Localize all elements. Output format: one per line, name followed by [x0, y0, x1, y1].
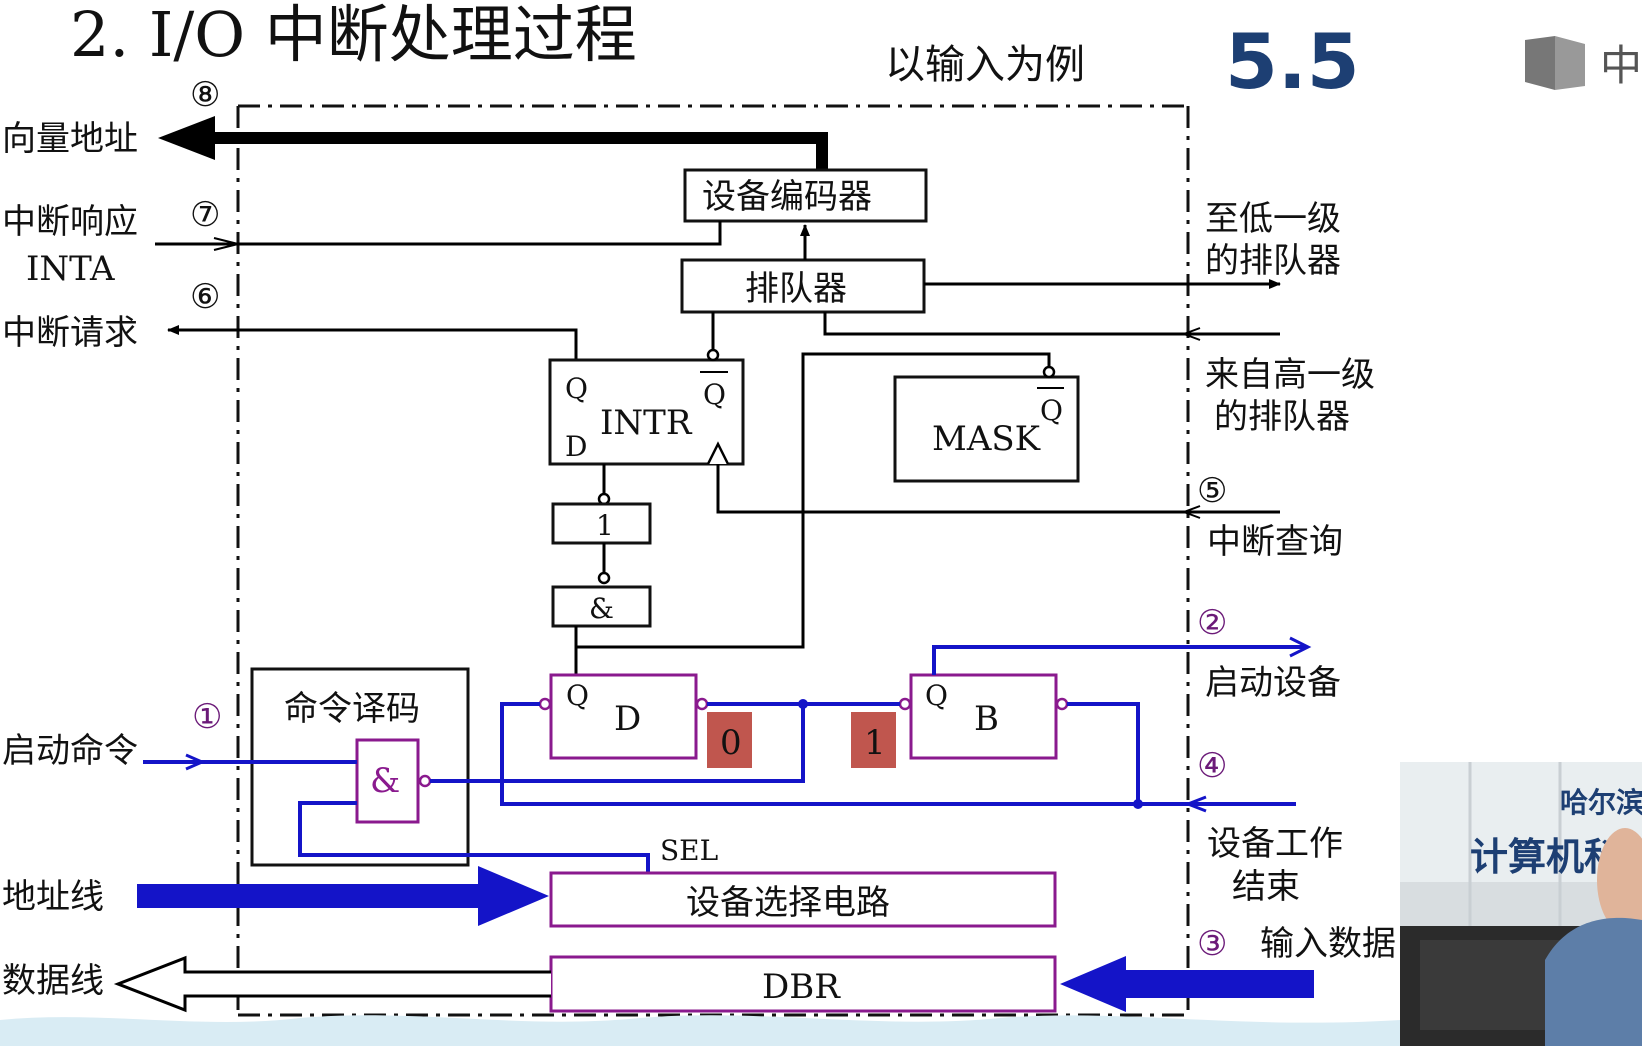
from-higher-queue-line — [823, 312, 1280, 336]
logo-text: 中 — [1600, 41, 1642, 90]
interface-boundary — [236, 104, 1190, 1017]
section-number: 5.5 — [1225, 17, 1360, 106]
d-left-bubble — [538, 697, 552, 711]
presenter-webcam: 哈尔滨 计算机科 — [1400, 762, 1642, 1046]
d-flipflop-label: D — [614, 699, 641, 739]
b-right-bubble — [1055, 697, 1069, 711]
label-input-data: 输入数据 — [1260, 924, 1396, 964]
step-7: ⑦ — [190, 195, 220, 235]
start-device-arrow-icon — [1289, 636, 1312, 658]
int-request-line — [167, 325, 578, 360]
presenter-head — [1597, 828, 1642, 932]
inta-line — [155, 221, 722, 246]
intr-pin-qbar: Q — [703, 378, 726, 411]
data-bus-arrow — [113, 955, 551, 1013]
mask-pin-qbar: Q — [1040, 394, 1063, 427]
label-int-request: 中断请求 — [2, 313, 138, 353]
queue-label: 排队器 — [745, 269, 847, 309]
mask-qbar-bubble — [1042, 365, 1056, 379]
device-select-box — [549, 871, 1057, 928]
d-flipflop — [549, 673, 698, 760]
step-5: ⑤ — [1197, 471, 1227, 511]
junction-dot-2 — [1133, 799, 1143, 809]
int-query-arrow-icon — [1181, 505, 1201, 519]
label-to-lower-2: 的排队器 — [1205, 241, 1341, 281]
device-select-label: 设备选择电路 — [686, 883, 890, 923]
not-gate — [551, 502, 652, 545]
dbr-label: DBR — [762, 967, 841, 1007]
sel-line — [298, 801, 650, 873]
label-device-done-2: 结束 — [1232, 867, 1300, 907]
label-inta: INTA — [26, 249, 115, 289]
step-3: ③ — [1197, 924, 1227, 964]
start-command-arrow-icon — [185, 753, 206, 771]
b-status-chip — [851, 712, 896, 768]
not-gate-label: 1 — [596, 509, 614, 542]
label-address-bus: 地址线 — [2, 877, 104, 917]
b-pin-q: Q — [925, 679, 948, 712]
d-pin-q: Q — [566, 679, 589, 712]
label-to-lower-1: 至低一级 — [1205, 199, 1341, 239]
b-flipflop-label: B — [974, 699, 999, 739]
d-right-bubble — [695, 697, 709, 711]
dbr-box — [549, 955, 1057, 1013]
b-left-bubble — [898, 697, 912, 711]
page-title: 2. I/O 中断处理过程 — [70, 0, 637, 71]
command-and-gate — [355, 738, 420, 824]
intr-clock-icon — [706, 441, 730, 465]
intr-qbar-bubble — [706, 348, 720, 362]
label-device-done-1: 设备工作 — [1207, 824, 1343, 864]
label-start-command: 启动命令 — [2, 731, 138, 771]
int-query-line — [716, 464, 1280, 514]
command-and-label: & — [370, 761, 400, 801]
d-status-value: 0 — [720, 723, 742, 763]
input-data-arrow — [1060, 956, 1314, 1012]
label-vector-address: 向量地址 — [2, 119, 138, 159]
device-done-arrow-icon — [1183, 795, 1207, 813]
mask-to-and-line — [576, 352, 1051, 649]
presenter-shirt — [1545, 917, 1642, 1046]
step-1: ① — [192, 697, 222, 737]
sel-label: SEL — [660, 834, 718, 867]
and-gate — [551, 585, 652, 628]
step-4: ④ — [1197, 746, 1227, 786]
b-flipflop — [909, 673, 1058, 760]
junction-dot-1 — [798, 699, 808, 709]
subtitle: 以输入为例 — [885, 42, 1085, 88]
intr-label: INTR — [600, 403, 693, 443]
course-logo-icon: 中 — [1525, 36, 1642, 90]
step-6: ⑥ — [190, 277, 220, 317]
step-2: ② — [1197, 603, 1227, 643]
d-status-chip — [707, 712, 752, 768]
inta-arrow-icon — [213, 237, 239, 251]
and-output-bubble — [597, 571, 611, 585]
bottom-edge-decoration — [0, 1015, 1400, 1046]
control-lines — [430, 645, 1306, 806]
from-higher-arrow-icon — [1181, 327, 1201, 341]
mask-flipflop — [893, 375, 1080, 483]
label-start-device: 启动设备 — [1205, 663, 1341, 703]
b-status-value: 1 — [864, 723, 886, 763]
mask-label: MASK — [932, 419, 1041, 459]
intr-pin-q: Q — [565, 372, 588, 405]
intr-pin-d: D — [565, 430, 587, 463]
label-from-higher-1: 来自高一级 — [1205, 355, 1375, 395]
command-decode-label: 命令译码 — [284, 689, 420, 729]
vector-address-bus — [158, 116, 828, 170]
label-int-ack: 中断响应 — [2, 202, 138, 242]
label-from-higher-2: 的排队器 — [1214, 397, 1350, 437]
webcam-banner-top: 哈尔滨 — [1560, 786, 1642, 819]
step-8: ⑧ — [190, 75, 220, 115]
intr-flipflop — [548, 358, 745, 466]
device-encoder-label: 设备编码器 — [702, 177, 872, 217]
address-bus-arrow — [137, 866, 549, 926]
label-data-bus: 数据线 — [2, 961, 104, 1001]
queue-box — [680, 258, 926, 314]
command-and-bubble — [418, 774, 432, 788]
label-int-query: 中断查询 — [1207, 522, 1343, 562]
and-gate-label: & — [589, 592, 614, 625]
device-encoder-box — [683, 168, 928, 223]
webcam-banner-text: 计算机科 — [1470, 834, 1622, 879]
